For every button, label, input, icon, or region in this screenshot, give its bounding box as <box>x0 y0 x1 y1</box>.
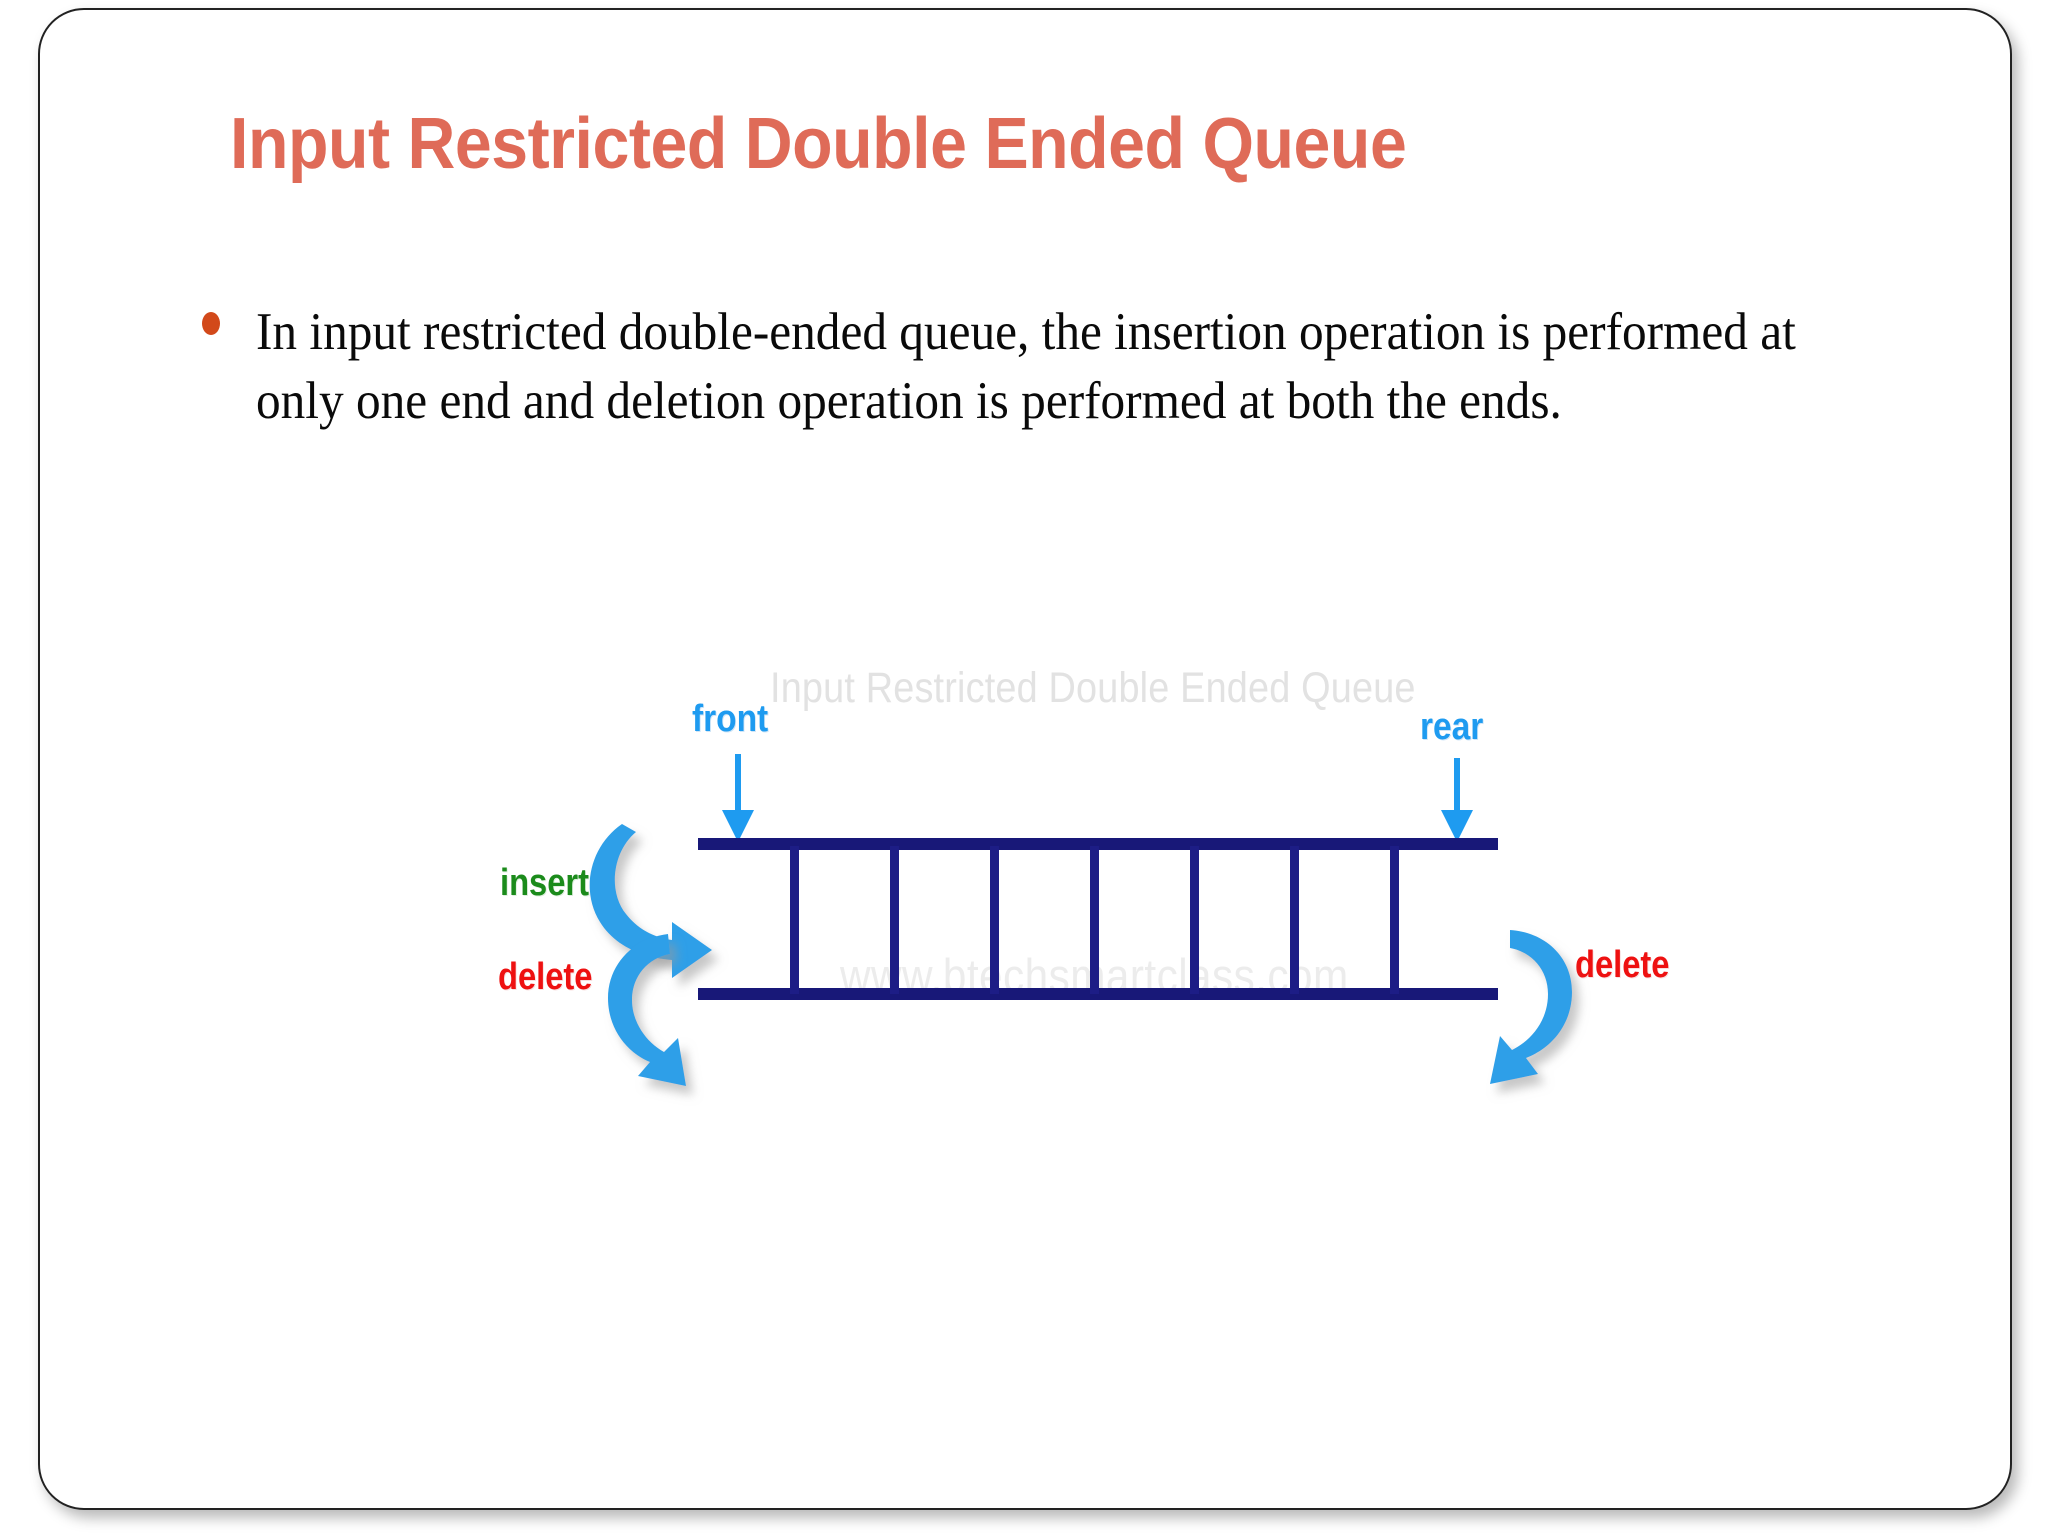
diagram-caption: Input Restricted Double Ended Queue <box>770 664 1416 712</box>
queue-structure <box>698 838 1498 1000</box>
queue-divider <box>1190 846 1199 994</box>
queue-divider <box>990 846 999 994</box>
front-pointer-arrow-icon <box>722 754 754 842</box>
insert-arrow-icon <box>589 824 712 978</box>
queue-divider <box>1390 846 1399 994</box>
rear-pointer-label: rear <box>1420 706 1484 748</box>
slide-frame: Input Restricted Double Ended Queue In i… <box>38 8 2012 1510</box>
insert-label: insert <box>500 862 589 904</box>
queue-diagram: Input Restricted Double Ended Queue www.… <box>480 646 1750 1146</box>
list-item: In input restricted double-ended queue, … <box>188 298 1948 436</box>
queue-divider <box>1090 846 1099 994</box>
delete-right-arrow-icon <box>1490 930 1572 1084</box>
body-content: In input restricted double-ended queue, … <box>188 298 1948 436</box>
bullet-dot-icon <box>202 312 220 335</box>
front-pointer-label: front <box>692 698 769 740</box>
delete-right-label: delete <box>1575 944 1670 986</box>
queue-divider <box>790 846 799 994</box>
queue-divider <box>1290 846 1299 994</box>
bullet-text: In input restricted double-ended queue, … <box>256 303 1796 430</box>
queue-divider <box>890 846 899 994</box>
delete-left-label: delete <box>498 956 593 998</box>
page-title: Input Restricted Double Ended Queue <box>230 104 1407 184</box>
delete-left-arrow-icon <box>608 934 686 1086</box>
rear-pointer-arrow-icon <box>1441 758 1473 842</box>
